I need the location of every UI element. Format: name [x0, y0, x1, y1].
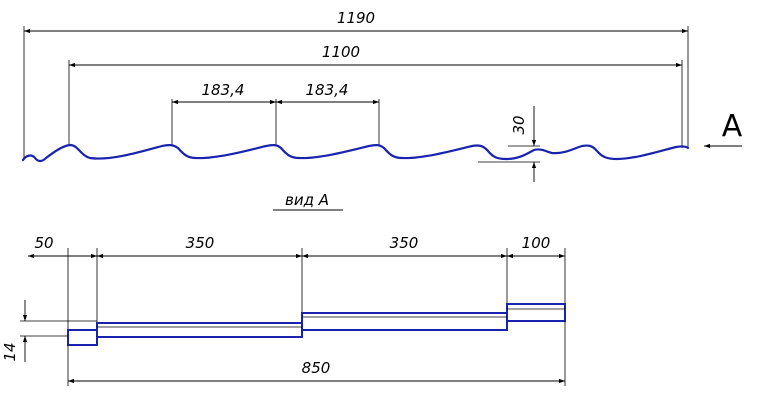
dimension-label-height: 30 — [510, 115, 528, 134]
roof-sheet-wave-profile — [21, 143, 690, 163]
dimension-label-50: 50 — [34, 234, 53, 252]
dimension-label-100: 100 — [522, 234, 551, 252]
dimension-label-350-b: 350 — [390, 234, 419, 252]
tile-step-start — [67, 329, 98, 346]
dimension-label-1100: 1100 — [322, 43, 360, 61]
tile-step-1 — [96, 322, 303, 338]
tile-step-2 — [301, 312, 508, 331]
dimension-label-pitch-2: 183,4 — [306, 81, 349, 99]
section-view: вид А 50 350 350 100 14 — [1, 191, 566, 386]
dimension-label-350-a: 350 — [186, 234, 215, 252]
dimension-label-pitch-1: 183,4 — [202, 81, 245, 99]
dimension-label-thickness: 14 — [1, 342, 19, 361]
view-letter: A — [722, 109, 743, 144]
tile-step-end — [506, 303, 566, 322]
view-caption: вид А — [285, 191, 329, 209]
dimension-label-1190: 1190 — [337, 9, 375, 27]
profile-view: 1190 1100 183,4 183,4 30 A — [21, 9, 743, 182]
dimension-label-850: 850 — [302, 359, 331, 377]
